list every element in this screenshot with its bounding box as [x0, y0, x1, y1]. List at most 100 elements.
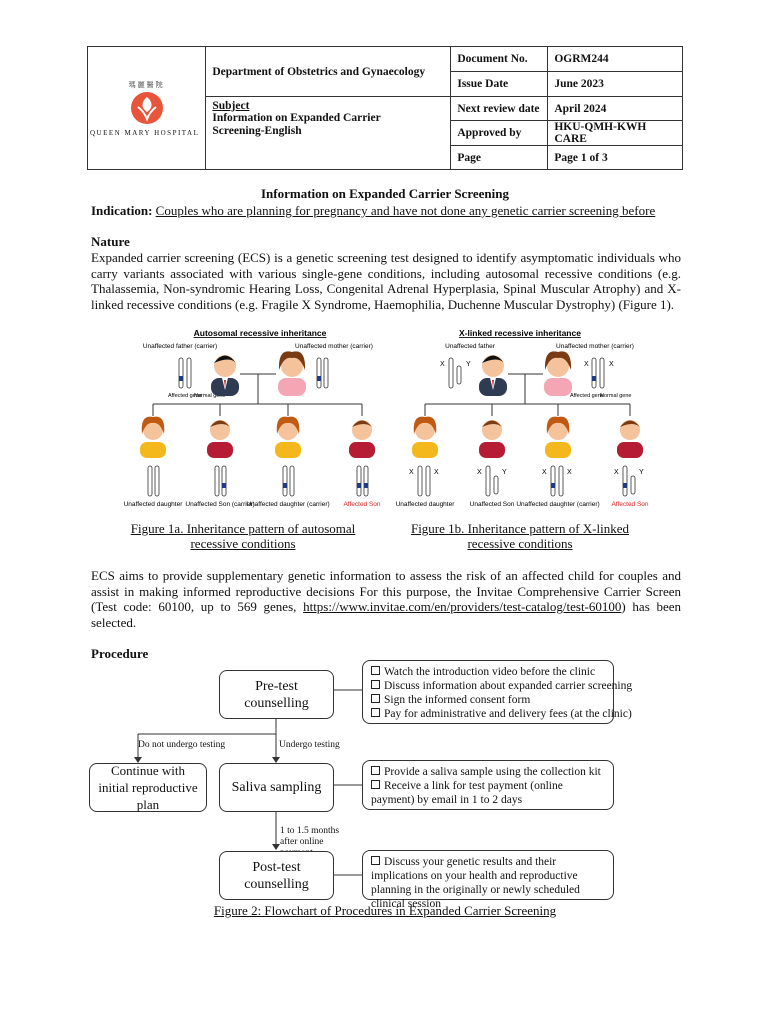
ecs-text-before: ECS aims to provide supplementary geneti… — [91, 568, 681, 614]
y-label: Y — [502, 469, 507, 476]
figure-1b-caption: Figure 1b. Inheritance pattern of X-link… — [410, 521, 630, 551]
hospital-logo-icon — [130, 91, 163, 124]
x-label: X — [440, 361, 445, 368]
child-icon — [140, 416, 166, 458]
figure-1b-father-icon — [479, 355, 507, 396]
indication-text: Couples who are planning for pregnancy a… — [155, 203, 656, 218]
checklist-text: Discuss your genetic results and their i… — [371, 856, 580, 910]
indication: Indication: Couples who are planning for… — [91, 203, 655, 219]
checklist-text: Sign the informed consent form — [384, 694, 531, 706]
figure-1a: Autosomal recessive inheritance Unaffect… — [124, 328, 381, 508]
figure-1a-pedigree-lines — [152, 373, 363, 416]
approved-by-value: HKU-QMH-KWH CARE — [547, 120, 683, 146]
figure-1a-title: Autosomal recessive inheritance — [194, 328, 327, 338]
continue-plan-label: Continue with initial reproductive plan — [98, 763, 198, 812]
figure-1a-mother-label: Unaffected mother (carrier) — [295, 343, 373, 350]
child-label: Unaffected daughter — [396, 501, 456, 508]
x-label: X — [614, 469, 619, 476]
child-icon — [545, 416, 571, 458]
figure-1a-father-icon — [211, 355, 239, 396]
posttest-notes-box: Discuss your genetic results and their i… — [362, 850, 614, 910]
ecs-paragraph: ECS aims to provide supplementary geneti… — [91, 568, 681, 630]
inheritance-figure: Autosomal recessive inheritance Unaffect… — [124, 328, 649, 508]
figure-1b-mother-label: Unaffected mother (carrier) — [556, 343, 634, 350]
checkbox-square-icon — [371, 680, 380, 689]
subject-cell: Subject Information on Expanded Carrier … — [205, 96, 452, 170]
figure-1b: X-linked recessive inheritance Unaffecte… — [396, 328, 649, 508]
continue-plan-box: Continue with initial reproductive plan — [89, 763, 207, 812]
figure-1a-mother-chromosomes — [316, 357, 329, 389]
figure-1b-normal-gene-label: Normal gene — [600, 393, 632, 399]
x-label: X — [567, 469, 572, 476]
checkbox-square-icon — [371, 856, 380, 865]
checklist-text: Discuss information about expanded carri… — [384, 680, 633, 692]
saliva-notes-box: Provide a saliva sample using the collec… — [362, 760, 614, 810]
x-label: X — [409, 469, 414, 476]
ecs-text-after: ) has been selected. — [91, 599, 681, 630]
child-label: Unaffected daughter — [124, 501, 184, 508]
checklist-item: Receive a link for test payment (online … — [371, 779, 605, 807]
child-icon — [479, 420, 505, 458]
checklist-item: Discuss information about expanded carri… — [371, 679, 632, 693]
saliva-sampling-box: Saliva sampling — [219, 763, 334, 812]
figure-1b-title: X-linked recessive inheritance — [459, 328, 581, 338]
figure-1b-father-label: Unaffected father — [445, 343, 496, 350]
figure-1a-father-chromosomes — [178, 357, 192, 389]
subject-label: Subject — [212, 100, 250, 112]
child-label: Unaffected Son (carrier) — [185, 501, 254, 508]
checklist-item: Watch the introduction video before the … — [371, 665, 605, 679]
figure-1b-mother-icon — [544, 351, 572, 396]
checklist-item: Sign the informed consent form — [371, 693, 605, 707]
review-date-value: April 2024 — [547, 96, 683, 121]
x-label: X — [584, 361, 589, 368]
no-test-label: Do not undergo testing — [138, 740, 226, 750]
checkbox-square-icon — [371, 666, 380, 675]
figure-1b-father-chromosomes — [448, 357, 462, 389]
checklist-text: Pay for administrative and delivery fees… — [384, 708, 632, 720]
x-label: X — [609, 361, 614, 368]
test-label: Undergo testing — [279, 740, 340, 750]
figure-1a-father-label: Unaffected father (carrier) — [143, 343, 217, 350]
doc-no-label: Document No. — [450, 46, 549, 72]
x-label: X — [542, 469, 547, 476]
checklist-item: Discuss your genetic results and their i… — [371, 855, 605, 911]
figure-1b-affected-gene-label: Affected gene — [570, 393, 604, 399]
figure-1a-normal-gene-label: Normal gene — [194, 393, 226, 399]
child-icon — [617, 420, 643, 458]
pretest-counselling-box: Pre-test counselling — [219, 670, 334, 719]
child-icon — [207, 420, 233, 458]
child-label: Unaffected daughter (carrier) — [246, 501, 329, 508]
child-label-affected: Affected Son — [343, 501, 380, 508]
checklist-text: Provide a saliva sample using the collec… — [384, 766, 601, 778]
document-title: Information on Expanded Carrier Screenin… — [261, 186, 509, 201]
checkbox-square-icon — [371, 766, 380, 775]
figure-1a-caption: Figure 1a. Inheritance pattern of autoso… — [130, 521, 356, 551]
page-label: Page — [450, 145, 549, 170]
child-label-affected: Affected Son — [611, 501, 648, 508]
posttest-label: Post-test counselling — [244, 859, 309, 892]
posttest-counselling-box: Post-test counselling — [219, 851, 334, 900]
x-label: X — [477, 469, 482, 476]
procedure-heading: Procedure — [91, 646, 149, 661]
checklist-text: Receive a link for test payment (online … — [371, 780, 563, 806]
checkbox-square-icon — [371, 694, 380, 703]
approved-by-label: Approved by — [450, 120, 549, 146]
figure-2-caption: Figure 2: Flowchart of Procedures in Exp… — [213, 903, 557, 918]
figure-1b-pedigree-lines — [424, 373, 631, 416]
checklist-text: Watch the introduction video before the … — [384, 666, 596, 678]
doc-no-value: OGRM244 — [547, 46, 683, 72]
child-icon — [412, 416, 438, 458]
invitae-link[interactable]: https://www.invitae.com/en/providers/tes… — [303, 599, 622, 614]
x-label: X — [434, 469, 439, 476]
hospital-logo-cell: 瑪麗醫院 QUEEN MARY HOSPITAL — [86, 46, 207, 170]
figure-1a-children: Unaffected daughter Unaffected Son (carr… — [124, 416, 381, 508]
child-label: Unaffected Son — [470, 501, 515, 508]
indication-label: Indication: — [91, 203, 153, 218]
checkbox-square-icon — [371, 708, 380, 717]
subject-text: Information on Expanded Carrier Screenin… — [212, 112, 381, 137]
hospital-name: QUEEN MARY HOSPITAL — [90, 128, 200, 137]
hospital-chinese-name: 瑪麗醫院 — [128, 80, 165, 89]
checklist-item: Pay for administrative and delivery fees… — [371, 707, 632, 721]
